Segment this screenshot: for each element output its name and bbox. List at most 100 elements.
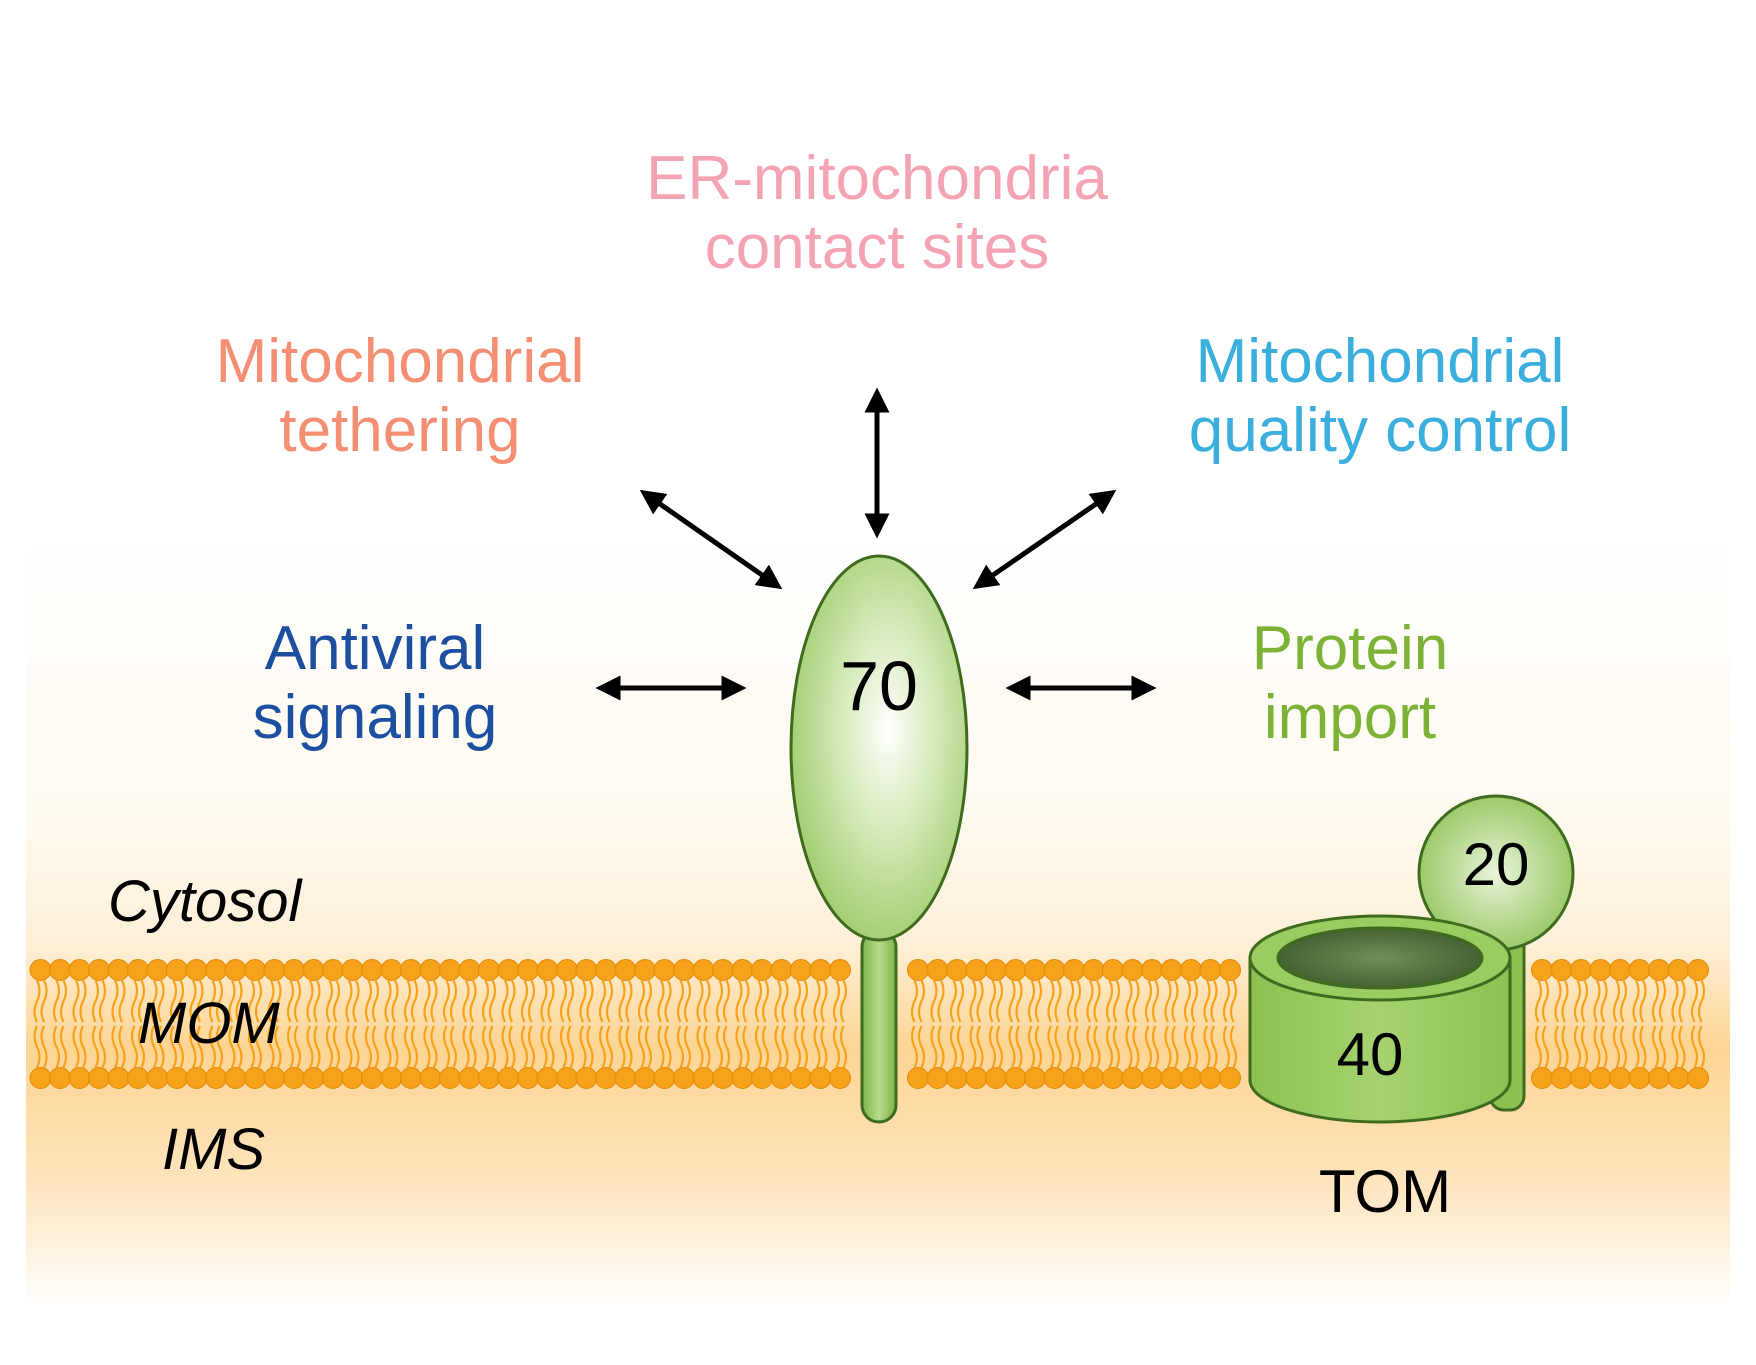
lipid-head (1609, 959, 1631, 981)
lipid-tail (111, 980, 119, 1023)
lipid-head (88, 1067, 110, 1089)
lipid-tail (930, 1025, 938, 1068)
lipid-tail (618, 980, 626, 1023)
lipid-tail (481, 1025, 490, 1068)
lipid-tail (1132, 1025, 1140, 1068)
lipid-tail (293, 1025, 302, 1068)
lipid-head (419, 959, 442, 981)
lipid-head (673, 959, 695, 981)
lipid-tail (761, 1025, 770, 1068)
lipid-tail (1066, 1025, 1075, 1068)
lipid-tail (1697, 1025, 1706, 1068)
tom70-receptor (789, 554, 969, 1124)
lipid-tail (1690, 980, 1699, 1023)
lipid-tail (566, 1025, 575, 1068)
lipid-head (614, 959, 637, 981)
lipid-tail (559, 980, 568, 1023)
label-antiviral-signaling: Antiviral signaling (175, 614, 575, 753)
lipid-tail (1534, 980, 1543, 1023)
lipid-tail (800, 1025, 809, 1068)
lipid-tail (1554, 1025, 1562, 1068)
lipid-head (907, 1067, 929, 1089)
lipid-tail (442, 980, 451, 1023)
lipid-tail (1632, 1025, 1640, 1068)
lipid-tail (1561, 980, 1569, 1023)
lipid-tail (286, 980, 295, 1023)
lipid-tail (1203, 1025, 1211, 1068)
lipid-head (29, 959, 52, 981)
lipid-tail (1561, 1025, 1569, 1068)
lipid-tail (1190, 1025, 1199, 1068)
lipid-tail (754, 980, 763, 1023)
lipid-tail (254, 1025, 263, 1068)
lipid-tail (676, 1025, 685, 1068)
lipid-tail (1573, 980, 1582, 1023)
lipid-tail (1125, 980, 1133, 1023)
lipid-tail (1171, 980, 1179, 1023)
lipid-tail (442, 1025, 451, 1068)
lipid-head (1550, 1067, 1573, 1089)
lipid-tail (540, 1025, 548, 1068)
lipid-tail (742, 980, 750, 1023)
lipid-head (1589, 959, 1612, 981)
label-line: Protein (1251, 614, 1449, 683)
lipid-head (1570, 1067, 1592, 1089)
tom70-label: 70 (840, 647, 918, 725)
lipid-head (1199, 1067, 1222, 1089)
lipid-tail (508, 1025, 516, 1068)
lipid-head (1160, 1067, 1183, 1089)
lipid-tail (547, 980, 555, 1023)
lipid-tail (325, 1025, 334, 1068)
lipid-head (809, 1067, 832, 1089)
lipid-tail (1027, 1025, 1036, 1068)
lipid-head (1687, 1067, 1709, 1089)
lipid-tail (793, 1025, 802, 1068)
lipid-tail (488, 980, 497, 1023)
lipid-tail (937, 1025, 945, 1068)
lipid-tail (703, 1025, 711, 1068)
lipid-head (1180, 959, 1202, 981)
lipid-tail (969, 1025, 977, 1068)
lipid-tail (508, 980, 516, 1023)
lipid-tail (930, 980, 938, 1023)
label-line: ER-mitochondria (646, 144, 1108, 213)
lipid-head (829, 959, 851, 981)
lipid-tail (267, 980, 275, 1023)
lipid-tail (976, 1025, 984, 1068)
lipid-tail (469, 980, 477, 1023)
lipid-tail (1678, 1025, 1686, 1068)
lipid-tail (235, 1025, 243, 1068)
lipid-tail (228, 980, 236, 1023)
lipid-tail (598, 980, 607, 1023)
lipid-tail (1671, 980, 1679, 1023)
lipid-tail (1612, 1025, 1621, 1068)
lipid-head (712, 1067, 734, 1089)
lipid-tail (696, 980, 704, 1023)
lipid-tail (1183, 1025, 1192, 1068)
lipid-tail (481, 980, 490, 1023)
lipid-tail (189, 980, 197, 1023)
label-line: Mitochondrial (1195, 327, 1565, 396)
lipid-tail (384, 980, 392, 1023)
lipid-head (985, 959, 1007, 981)
label-mitochondrial-quality-control: Mitochondrial quality control (1130, 327, 1630, 466)
lipid-tail (325, 980, 334, 1023)
lipid-tail (98, 980, 107, 1023)
label-cytosol: Cytosol (108, 869, 302, 934)
lipid-tail (1015, 1025, 1023, 1068)
lipid-tail (917, 1025, 926, 1068)
lipid-head (1063, 1067, 1085, 1089)
lipid-tail (1183, 980, 1192, 1023)
lipid-head (1219, 1067, 1241, 1089)
lipid-tail (625, 980, 633, 1023)
lipid-tail (683, 1025, 692, 1068)
label-line: contact sites (704, 213, 1050, 283)
lipid-head (556, 1067, 578, 1089)
lipid-tail (1151, 980, 1160, 1023)
lipid-tail (1093, 980, 1101, 1023)
lipid-head (361, 1067, 383, 1089)
lipid-tail (1190, 980, 1199, 1023)
lipid-tail (1580, 980, 1589, 1023)
lipid-tail (1132, 980, 1140, 1023)
